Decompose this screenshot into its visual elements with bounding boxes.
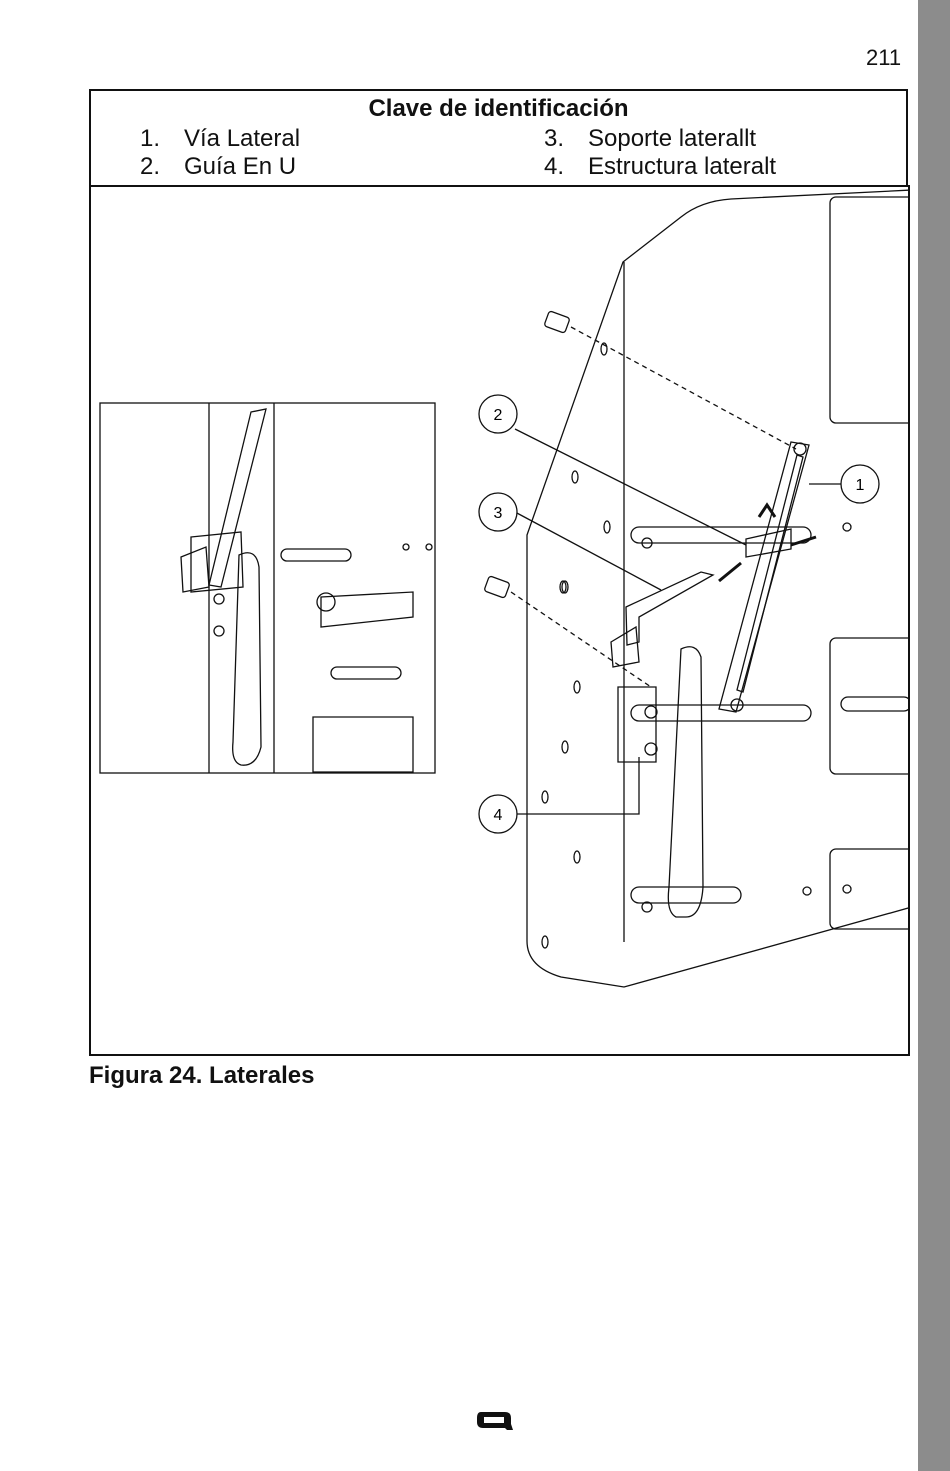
callout-label: 3 xyxy=(494,505,503,522)
key-item-number: 2. xyxy=(140,153,161,180)
key-title: Clave de identificación xyxy=(368,95,629,122)
key-item-2: 2. Guía En U xyxy=(140,153,296,181)
key-item-label: Estructura lateralt xyxy=(588,153,777,180)
key-item-number: 4. xyxy=(544,153,565,180)
figure-caption: Figura 24. Laterales xyxy=(89,1062,315,1089)
identification-key: Clave de identificación 1. Vía Lateral 2.… xyxy=(89,89,908,185)
key-item-number: 3. xyxy=(544,125,565,152)
page-number: 211 xyxy=(866,45,902,70)
q-logo-icon xyxy=(475,1410,513,1437)
key-item-4: 4. Estructura lateralt xyxy=(544,153,776,181)
callout-label: 4 xyxy=(494,807,503,824)
callout-label: 1 xyxy=(856,477,865,494)
key-item-label: Soporte laterallt xyxy=(588,125,757,152)
callout-label: 2 xyxy=(494,407,503,424)
key-item-3: 3. Soporte laterallt xyxy=(544,125,756,153)
figure-illustration: 2 3 4 1 xyxy=(89,185,910,1056)
key-item-1: 1. Vía Lateral xyxy=(140,125,300,153)
lateral-assembly-drawing: 2 3 4 1 xyxy=(99,189,908,988)
key-item-label: Guía En U xyxy=(184,153,297,180)
key-item-label: Vía Lateral xyxy=(184,125,301,152)
key-item-number: 1. xyxy=(140,125,161,152)
side-tab xyxy=(918,0,950,1471)
